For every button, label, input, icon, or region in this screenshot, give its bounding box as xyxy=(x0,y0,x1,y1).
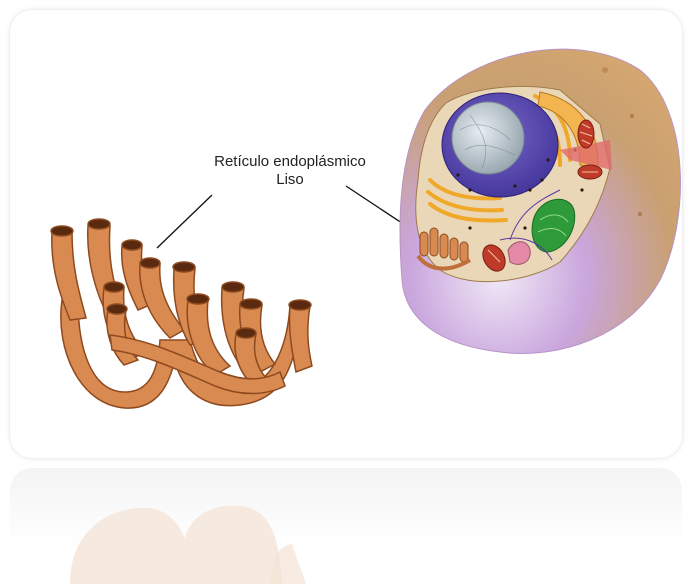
er-tube-opening xyxy=(122,240,142,250)
mitochondrion xyxy=(578,165,602,179)
er-tube-opening xyxy=(240,299,262,309)
label-line-2: Liso xyxy=(180,171,400,189)
leader-lines xyxy=(157,186,435,248)
reflection xyxy=(10,468,682,584)
reflection-shape xyxy=(10,468,682,584)
animal-cell-illustration xyxy=(400,49,681,353)
er-tube-opening xyxy=(187,294,209,304)
cell-smooth-er xyxy=(508,242,530,265)
label-line-1: Retículo endoplásmico xyxy=(180,153,400,171)
smooth-er-illustration xyxy=(51,219,312,408)
er-tube-opening xyxy=(107,304,127,314)
er-tube-opening xyxy=(140,258,160,268)
er-tube xyxy=(289,306,312,372)
nucleolus xyxy=(452,102,524,174)
er-tube-opening xyxy=(173,262,195,272)
er-tube-opening xyxy=(289,300,311,310)
er-tube-opening xyxy=(88,219,110,229)
vesicle xyxy=(602,67,608,73)
er-tube-opening xyxy=(51,226,73,236)
er-tube-opening xyxy=(104,282,124,292)
vesicle xyxy=(630,114,634,118)
leader-line-left xyxy=(157,195,212,248)
mitochondrion xyxy=(578,120,594,148)
er-tube-opening xyxy=(236,328,256,338)
er-tube-opening xyxy=(222,282,244,292)
er-tube xyxy=(52,232,86,320)
vesicle xyxy=(638,212,642,216)
